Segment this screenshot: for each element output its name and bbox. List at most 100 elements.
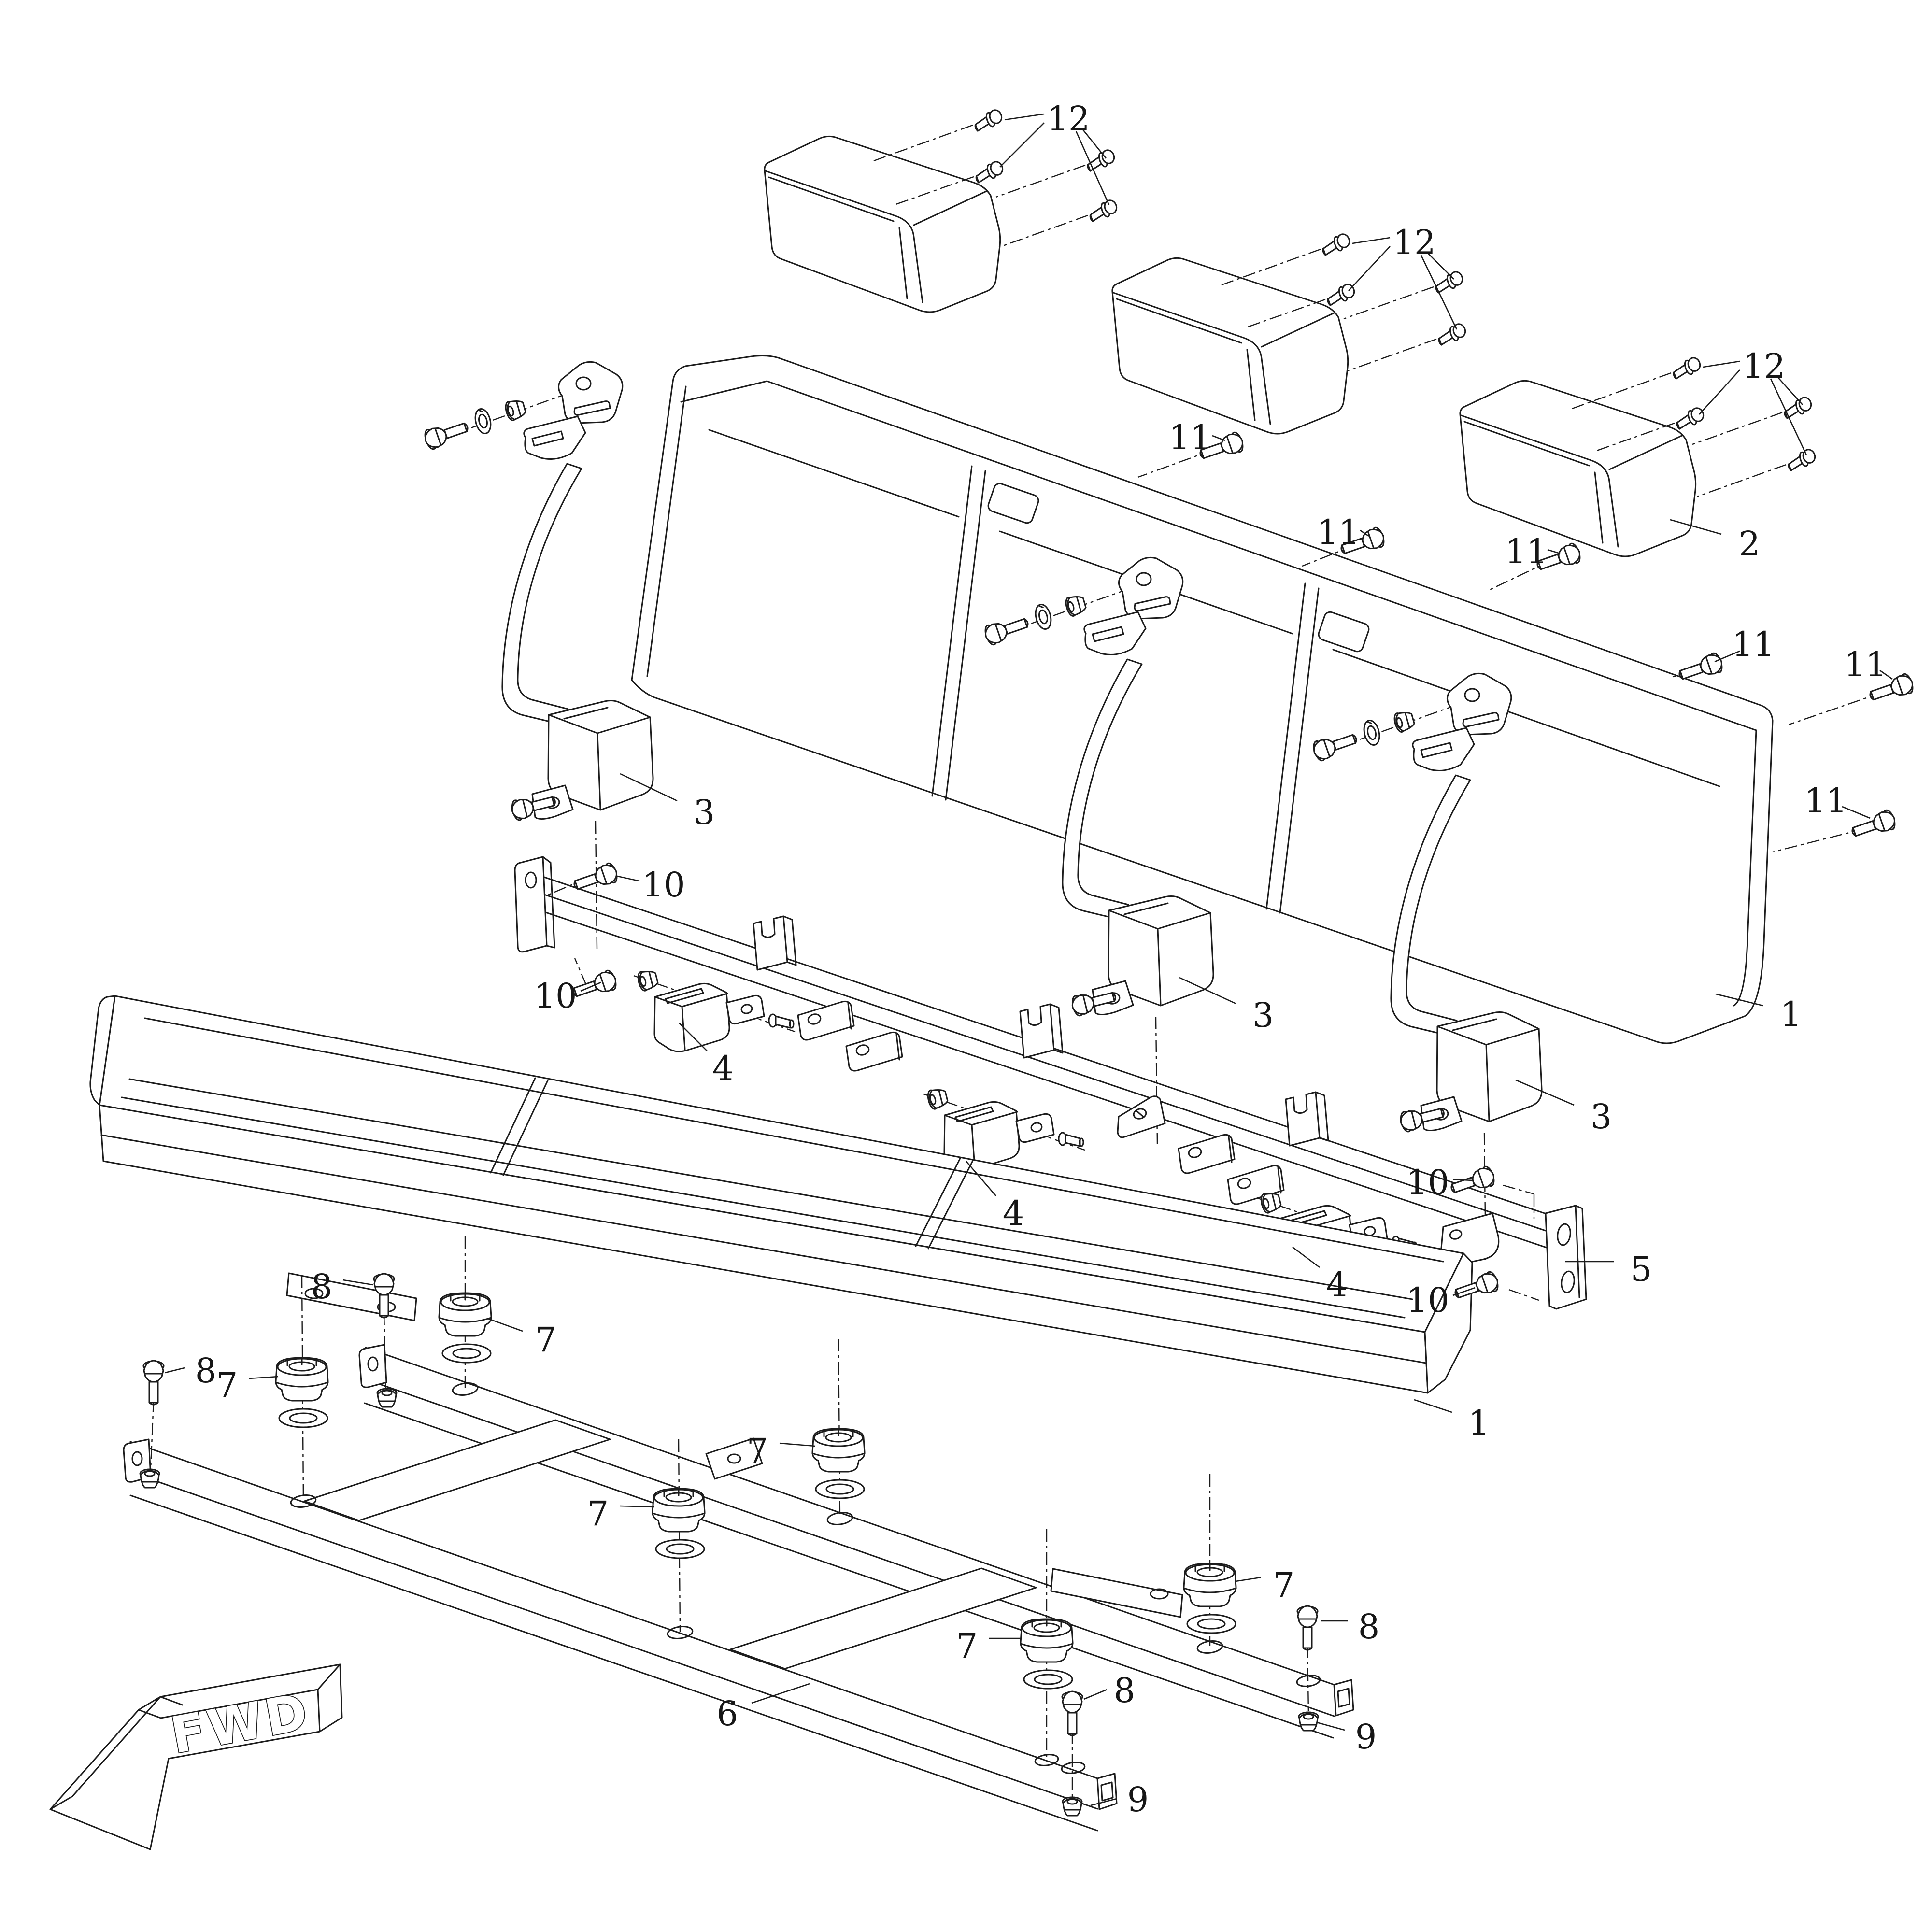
callout-7: 7	[216, 1365, 238, 1405]
callout-leader-7	[1235, 1577, 1261, 1582]
flange-bolt-10	[1449, 1165, 1497, 1198]
callout-2: 2	[1739, 524, 1761, 564]
flange-nut-9	[376, 1388, 398, 1408]
callout-leader-7	[620, 1505, 654, 1508]
callout-leader-7	[779, 1442, 816, 1447]
callout-leader-4	[966, 1161, 996, 1196]
callout-leader-11	[1547, 549, 1561, 554]
callout-leader-11	[1879, 669, 1893, 680]
wing-bracket	[1178, 1134, 1236, 1174]
callout-leader-12	[1426, 252, 1454, 280]
headrest-screw-12	[1319, 231, 1352, 257]
callout-leader-1	[1715, 993, 1763, 1007]
callout-leader-12	[1348, 246, 1391, 291]
rail-end	[1333, 1679, 1354, 1717]
flange-nut-9	[139, 1468, 160, 1489]
rubber-mount-7	[1021, 1619, 1073, 1689]
callout-8: 8	[311, 1267, 333, 1307]
gusset-bracket	[1117, 1095, 1166, 1138]
center-line	[998, 214, 1088, 248]
center-line	[1220, 248, 1321, 286]
callout-10: 10	[534, 976, 577, 1016]
flange-bolt-11	[1849, 809, 1898, 842]
mounting-rail-frame	[123, 1272, 1354, 1832]
callout-leader-10	[617, 875, 640, 882]
rubber-mount-7	[276, 1358, 328, 1427]
center-line	[1486, 560, 1550, 592]
center-line	[574, 958, 587, 986]
flange-bolt-8	[1296, 1605, 1319, 1651]
callout-leader-11	[1714, 650, 1740, 663]
callout-leader-8	[342, 1279, 373, 1286]
callout-3: 3	[1252, 995, 1274, 1035]
center-line	[872, 124, 973, 162]
headrest-screw-12	[1435, 321, 1468, 347]
callout-1: 1	[1780, 994, 1802, 1034]
flange-bolt-10	[571, 862, 620, 895]
callout-leader-1	[1414, 1399, 1452, 1413]
callout-11: 11	[1844, 645, 1887, 684]
callout-leader-8	[165, 1367, 185, 1374]
callout-5: 5	[1631, 1250, 1652, 1289]
seat-bottom-cushion	[89, 995, 1473, 1394]
callout-4: 4	[1326, 1265, 1348, 1305]
callout-7: 7	[1273, 1565, 1295, 1605]
callout-4: 4	[712, 1049, 734, 1088]
callout-leader-10	[1452, 1287, 1476, 1296]
callout-7: 7	[535, 1320, 557, 1360]
callout-leader-12	[1420, 255, 1458, 330]
center-line	[1789, 692, 1882, 725]
callout-leader-9	[1316, 1721, 1345, 1731]
fwd-direction-arrow: FWD	[49, 1663, 343, 1850]
callout-12: 12	[1392, 223, 1435, 262]
headrest-screw-12	[1673, 405, 1706, 431]
center-line	[1343, 286, 1434, 320]
callout-leader-4	[679, 1023, 708, 1051]
callout-11: 11	[1505, 532, 1548, 571]
callout-8: 8	[1358, 1607, 1380, 1647]
callout-leader-7	[249, 1376, 279, 1379]
callout-leader-12	[1770, 378, 1807, 455]
center-line	[894, 176, 974, 206]
callout-8: 8	[195, 1351, 217, 1391]
callout-9: 9	[1355, 1717, 1377, 1757]
u-bracket	[753, 915, 797, 971]
callout-leader-8	[1083, 1689, 1108, 1700]
callout-leader-7	[487, 1318, 523, 1332]
rail-end	[1096, 1773, 1118, 1810]
headrest-screw-12	[1086, 198, 1120, 224]
center-line	[1307, 1645, 1309, 1714]
callout-leader-10	[580, 981, 601, 992]
callout-leader-12	[1699, 369, 1740, 415]
callout-leader-3	[620, 773, 678, 802]
callout-leader-12	[1004, 113, 1045, 121]
callout-leader-6	[751, 1683, 810, 1704]
callout-4: 4	[1003, 1193, 1024, 1233]
callout-11: 11	[1168, 418, 1211, 457]
callout-12: 12	[1047, 99, 1090, 139]
center-line	[1503, 1184, 1534, 1195]
rubber-mount-7	[653, 1489, 705, 1558]
center-line	[1246, 298, 1326, 328]
callout-12: 12	[1742, 346, 1785, 386]
callout-leader-4	[1292, 1246, 1320, 1268]
callout-3: 3	[694, 793, 715, 832]
callout-6: 6	[717, 1694, 739, 1733]
callout-10: 10	[1406, 1163, 1449, 1202]
seat-back-cushion	[631, 355, 1774, 1044]
flange-bolt-8	[1061, 1690, 1083, 1736]
callout-7: 7	[587, 1494, 609, 1534]
center-line	[678, 1439, 681, 1632]
buckle-left	[634, 968, 795, 1051]
callout-leader-12	[1776, 375, 1803, 405]
callout-leader-10	[1452, 1179, 1473, 1181]
callout-11: 11	[1317, 512, 1360, 552]
callout-11: 11	[1804, 781, 1847, 821]
headrest-screw-12	[1669, 355, 1703, 381]
flange-bolt-8	[142, 1360, 165, 1406]
callout-leader-12	[1352, 237, 1391, 244]
callout-leader-12	[1703, 360, 1740, 368]
rubber-mount-7	[439, 1293, 491, 1363]
